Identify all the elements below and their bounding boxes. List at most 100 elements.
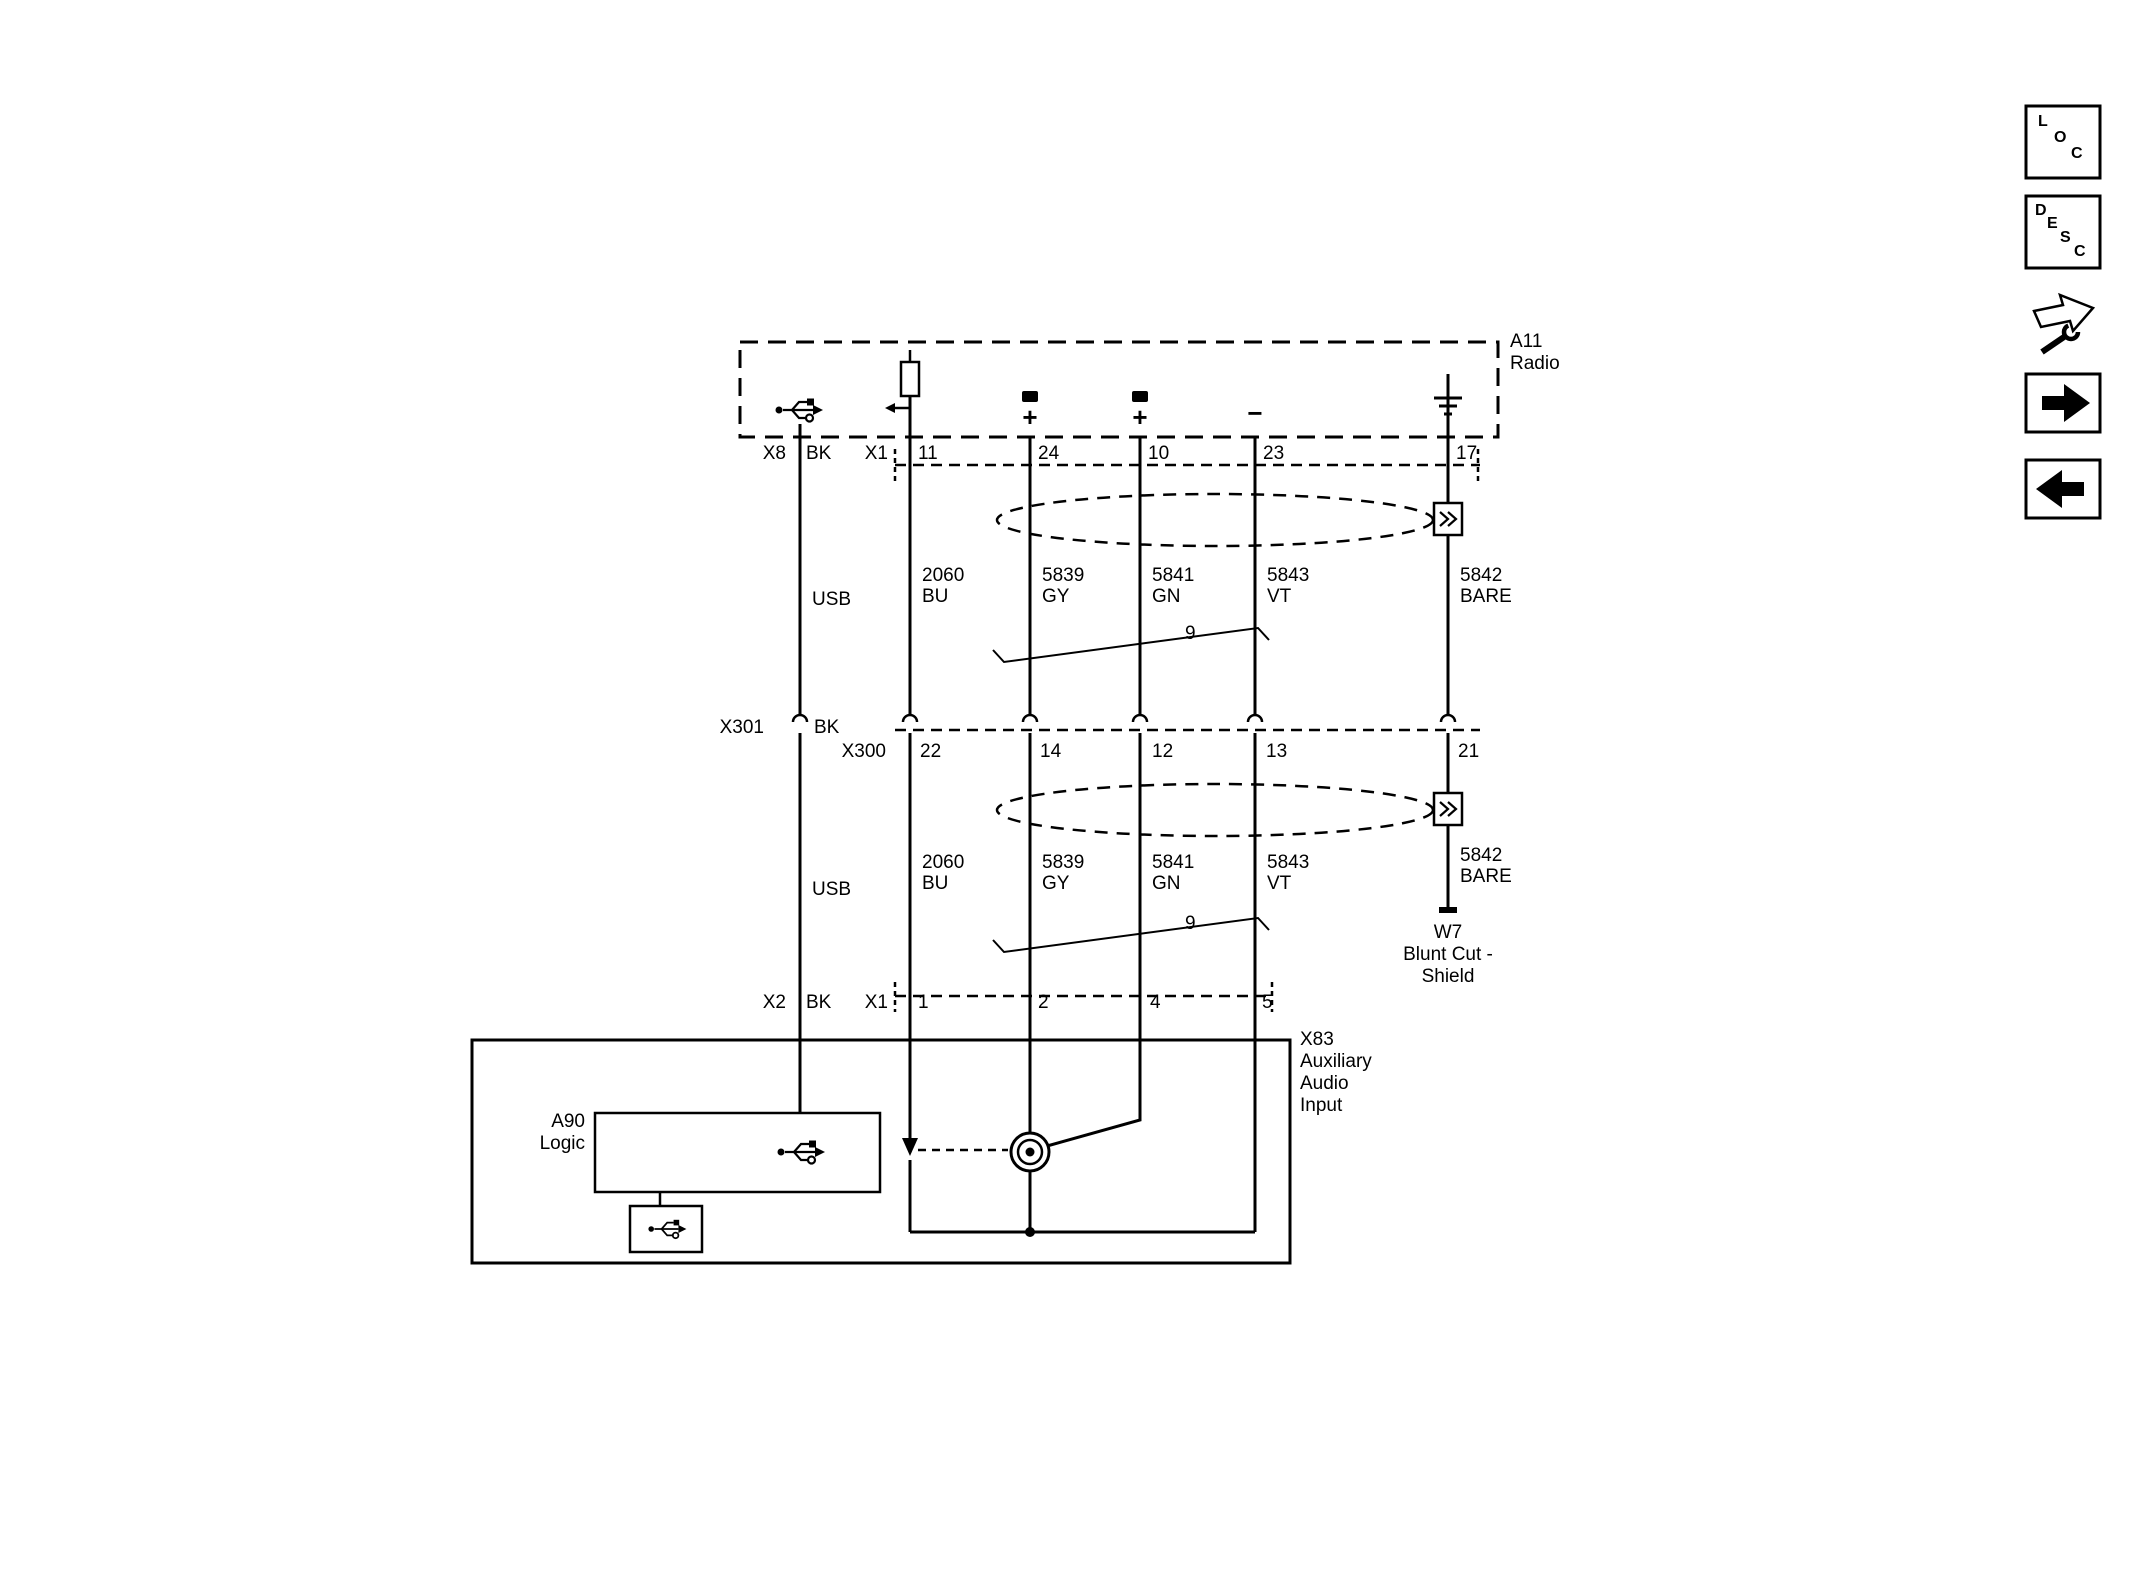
wire-label-color: BU — [922, 586, 949, 607]
connector-x1-bottom-label: X1 — [864, 992, 888, 1013]
aux-label-line: Audio — [1300, 1073, 1349, 1094]
wire-label-color: VT — [1267, 873, 1292, 894]
aux-label-line: Input — [1300, 1095, 1343, 1116]
detect-arrow — [902, 1138, 1008, 1156]
repair-icon-button[interactable] — [2032, 292, 2096, 355]
pin-label: 4 — [1150, 992, 1161, 1013]
wire-label-color: GN — [1152, 873, 1181, 894]
left-arrow-icon — [2036, 470, 2084, 508]
wire-label-color: GN — [1152, 586, 1181, 607]
connector-row-x1-bottom — [893, 982, 1274, 1012]
logic-code: A90 — [551, 1111, 585, 1132]
shield-terminal-upper — [1432, 501, 1464, 537]
pin-label: 14 — [1040, 741, 1062, 762]
pin-label: 2 — [1038, 992, 1049, 1013]
wire-label-num: 5842 — [1460, 565, 1503, 586]
radio-code: A11 — [1510, 331, 1543, 352]
aux-code: X83 — [1300, 1029, 1334, 1050]
radio-name: Radio — [1510, 353, 1560, 374]
wire-label-num: 5843 — [1267, 852, 1310, 873]
connector-row-x1-top — [893, 449, 1480, 481]
desc-letter: D — [2035, 202, 2047, 219]
radio-outline — [738, 340, 1500, 439]
wire-label-num: 5842 — [1460, 845, 1503, 866]
connector-x8-label: X8 — [762, 443, 786, 464]
minus-symbol: − — [1247, 398, 1263, 428]
wire-label-color: BU — [922, 873, 949, 894]
wire-label-color: BARE — [1460, 586, 1512, 607]
pin-label: 5 — [1262, 992, 1273, 1013]
pin-label: 21 — [1458, 741, 1480, 762]
usb-port-box — [628, 1204, 704, 1254]
wire-label-color: GY — [1042, 873, 1070, 894]
twist-count-lower: 9 — [1185, 913, 1196, 934]
w7-desc2: Shield — [1421, 966, 1475, 987]
pin-label: 22 — [920, 741, 942, 762]
usb-icon-port — [647, 1218, 688, 1240]
wire-label-num: 5841 — [1152, 565, 1195, 586]
twist-mark-lower — [992, 916, 1270, 954]
pin-label: 13 — [1266, 741, 1288, 762]
shield-ellipse-upper — [995, 492, 1435, 548]
twist-mark-upper — [992, 626, 1270, 664]
jack-ground-run — [910, 1171, 1255, 1234]
wire-label-num: 5843 — [1267, 565, 1310, 586]
usb-icon-radio — [774, 397, 825, 437]
pin-label: 10 — [1148, 443, 1170, 464]
w7-desc1: Blunt Cut - — [1403, 944, 1493, 965]
loc-letter: O — [2054, 129, 2067, 146]
fuse-symbol — [885, 350, 921, 413]
connector-x300-label: X300 — [841, 741, 886, 762]
wire-label-usb: USB — [812, 879, 852, 900]
loc-button[interactable] — [2024, 104, 2102, 180]
loc-letter: C — [2071, 145, 2083, 162]
wire-label-color: BARE — [1460, 866, 1512, 887]
connector-x2-color: BK — [806, 992, 832, 1013]
wire-label-usb: USB — [812, 589, 852, 610]
wire-label-num: 2060 — [922, 852, 965, 873]
desc-letter: S — [2060, 229, 2071, 246]
wire-label-num: 5841 — [1152, 852, 1195, 873]
wire-label-num: 5839 — [1042, 565, 1085, 586]
back-button[interactable] — [2024, 458, 2102, 520]
shield-ellipse-lower — [995, 782, 1435, 838]
wire-label-color: GY — [1042, 586, 1070, 607]
aux-box — [470, 1038, 1292, 1265]
pin-label: 17 — [1456, 443, 1478, 464]
desc-letter: C — [2074, 243, 2086, 260]
pin-label: 24 — [1038, 443, 1060, 464]
wire-label-color: VT — [1267, 586, 1292, 607]
pin-label: 11 — [918, 443, 938, 464]
twist-count-upper: 9 — [1185, 623, 1196, 644]
wire-label-num: 5839 — [1042, 852, 1085, 873]
plus-symbol-left: + — [1022, 402, 1038, 432]
connector-x301-color: BK — [814, 717, 840, 738]
plus-symbol-right: + — [1132, 402, 1148, 432]
connector-x2-label: X2 — [762, 992, 786, 1013]
desc-button[interactable] — [2024, 194, 2102, 270]
jack-symbol — [1009, 1131, 1051, 1173]
aux-label-line: Auxiliary — [1300, 1051, 1372, 1072]
next-button[interactable] — [2024, 372, 2102, 434]
pin-label: 1 — [918, 992, 929, 1013]
usb-icon-a90 — [776, 1139, 827, 1165]
pin-label: 12 — [1152, 741, 1174, 762]
w7-code: W7 — [1433, 922, 1463, 943]
right-arrow-icon — [2042, 384, 2090, 422]
connector-x8-color: BK — [806, 443, 832, 464]
logic-name: Logic — [539, 1133, 585, 1154]
desc-letter: E — [2047, 215, 2058, 232]
shield-terminal-lower — [1432, 791, 1464, 827]
a90-box — [593, 1111, 882, 1206]
junction-dot — [1025, 1227, 1035, 1237]
wire-5841 — [1046, 437, 1142, 1148]
pin-label: 23 — [1263, 443, 1285, 464]
connector-x1-top-label: X1 — [864, 443, 888, 464]
wire-label-num: 2060 — [922, 565, 965, 586]
battery-symbol-left — [1022, 391, 1038, 402]
connector-x301-label: X301 — [719, 717, 764, 738]
inline-connector-terminals — [791, 713, 1457, 723]
loc-letter: L — [2038, 113, 2048, 130]
